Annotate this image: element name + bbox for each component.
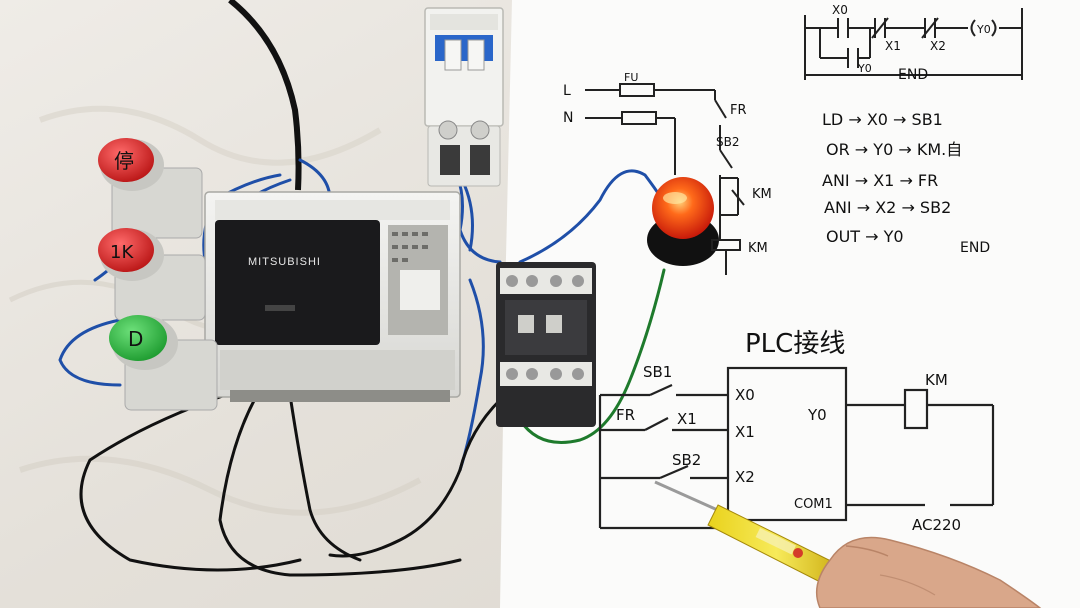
wiring-input-x1: X1 — [735, 423, 755, 441]
instruction-line: OUT → Y0 — [826, 227, 904, 246]
ladder-y0-seal: Y0 — [857, 62, 872, 75]
instruction-end: END — [960, 240, 990, 256]
wiring-title: PLC接线 — [745, 329, 845, 359]
wiring-sb2: SB2 — [672, 451, 701, 469]
wiring-ac220: AC220 — [912, 516, 961, 534]
wiring-output-y0: Y0 — [807, 406, 827, 424]
circuit-n: N — [563, 110, 573, 126]
start-button: D — [109, 315, 218, 411]
circuit-sb2: SB2 — [716, 135, 739, 149]
ladder-x2: X2 — [930, 39, 946, 53]
instruction-line: ANI → X2 → SB2 — [824, 198, 951, 217]
ladder-y0-coil: Y0 — [976, 23, 991, 36]
ladder-x1: X1 — [885, 39, 901, 53]
hand — [815, 536, 1042, 608]
wiring-com1: COM1 — [794, 497, 833, 512]
circuit-fr: FR — [730, 103, 747, 118]
wiring-diagram — [598, 366, 995, 530]
ladder-diagram — [804, 8, 1023, 80]
control-circuit — [585, 83, 745, 275]
circuit-breaker — [424, 7, 504, 187]
instruction-line: ANI → X1 → FR — [822, 171, 938, 190]
plc-front-panel — [215, 220, 380, 345]
stop-button: 停 — [98, 138, 203, 239]
plc-unit: MITSUBISHI — [204, 191, 461, 402]
jog-button: 1K — [98, 228, 206, 321]
start-button-label: D — [128, 327, 143, 351]
wiring-km: KM — [925, 371, 948, 389]
ladder-x0: X0 — [832, 3, 848, 17]
black-cable — [228, 0, 302, 191]
instruction-line: OR → Y0 → KM.自 — [826, 140, 962, 159]
instruction-line: LD → X0 → SB1 — [822, 110, 943, 129]
plc-brand-label: MITSUBISHI — [248, 256, 321, 268]
wiring-input-x2: X2 — [735, 468, 755, 486]
wiring-sb1: SB1 — [643, 363, 672, 381]
circuit-l: L — [563, 83, 571, 99]
stop-button-label: 停 — [114, 149, 134, 173]
wiring-x1-switch: X1 — [677, 410, 697, 428]
jog-button-label: 1K — [110, 242, 134, 263]
wiring-fr: FR — [616, 406, 635, 424]
pilot-lamp — [647, 177, 719, 266]
circuit-km-contact: KM — [752, 187, 772, 202]
paper-sheet — [500, 0, 1080, 608]
wiring-input-x0: X0 — [735, 386, 755, 404]
circuit-km-coil: KM — [748, 241, 768, 256]
ladder-end: END — [898, 67, 928, 83]
contactor — [496, 262, 596, 427]
circuit-fu: FU — [624, 71, 638, 84]
